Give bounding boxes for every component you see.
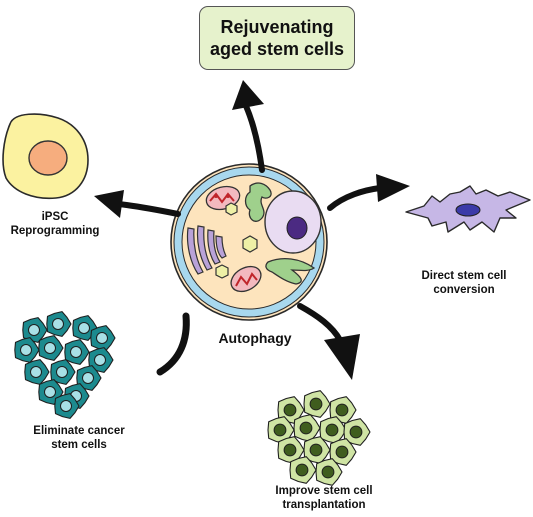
endoplasmic-reticulum-bottom (265, 257, 316, 285)
transplant-cell-nucleus (283, 403, 297, 417)
transplant-cell-nucleus (335, 403, 349, 417)
golgi-apparatus (186, 225, 227, 275)
rejuvenating-line1: Rejuvenating (220, 17, 334, 37)
transplant-cell-nucleus (273, 423, 287, 437)
cancer-cell-nucleus (20, 344, 32, 356)
transplant-cell-nucleus (299, 421, 313, 435)
transplant-cell-nucleus (309, 443, 323, 457)
arrow-from-cancer-cells (156, 312, 190, 376)
arrow-to-ipsc (94, 190, 181, 218)
ipsc-label: iPSC Reprogramming (0, 210, 110, 238)
arrow-to-rejuvenating (232, 80, 265, 173)
mitochondrion-bottom (230, 265, 262, 293)
transplant-cell-nucleus (335, 445, 349, 459)
cancer-cell-nucleus (56, 366, 68, 378)
cancer-cell-nucleus (60, 400, 72, 412)
transplant-cell-nucleus (349, 425, 363, 439)
transplant-cell-cluster (267, 390, 371, 486)
cancer-cell-nucleus (70, 346, 82, 358)
direct-conversion-label: Direct stem cell conversion (404, 269, 524, 297)
cancer-cell-nucleus (78, 322, 90, 334)
eliminate-cancer-label: Eliminate cancer stem cells (14, 424, 144, 452)
cancer-cell-nucleus (82, 372, 94, 384)
transplant-cell-nucleus (295, 463, 309, 477)
direct-label-line2: conversion (433, 284, 495, 296)
cancer-cell-nucleus (44, 342, 56, 354)
transplant-label-line1: Improve stem cell (275, 485, 373, 497)
cancer-cell-nucleus (52, 318, 64, 330)
fibroblast-cell (405, 185, 531, 233)
cancer-label-line1: Eliminate cancer (33, 425, 125, 437)
arrow-to-transplantation (297, 303, 360, 380)
rejuvenating-line2: aged stem cells (209, 39, 345, 59)
arrow-to-direct-conversion (327, 174, 410, 211)
vesicles (215, 202, 258, 279)
direct-label-line1: Direct stem cell (421, 270, 507, 282)
transplantation-label: Improve stem cell transplantation (254, 484, 394, 512)
rejuvenating-box: Rejuvenating aged stem cells (199, 6, 355, 70)
ipsc-label-line2: Reprogramming (10, 225, 100, 237)
autophagy-label: Autophagy (218, 330, 292, 346)
cancer-cell-nucleus (44, 386, 56, 398)
cancer-cell-nucleus (28, 324, 40, 336)
ipsc-label-line1: iPSC (41, 211, 69, 223)
transplant-cell-nucleus (325, 423, 339, 437)
cancer-stem-cell-cluster (14, 311, 116, 419)
transplant-cell-nucleus (321, 465, 335, 479)
ipsc-cell (2, 113, 89, 200)
transplant-cell-nucleus (283, 443, 297, 457)
transplant-label-line2: transplantation (282, 499, 366, 511)
endoplasmic-reticulum-top (244, 182, 272, 222)
cancer-label-line2: stem cells (51, 439, 107, 451)
nucleus (264, 190, 322, 254)
cancer-cell-nucleus (96, 332, 108, 344)
transplant-cell-nucleus (309, 397, 323, 411)
cancer-cell-nucleus (30, 366, 42, 378)
cancer-cell-nucleus (94, 354, 106, 366)
